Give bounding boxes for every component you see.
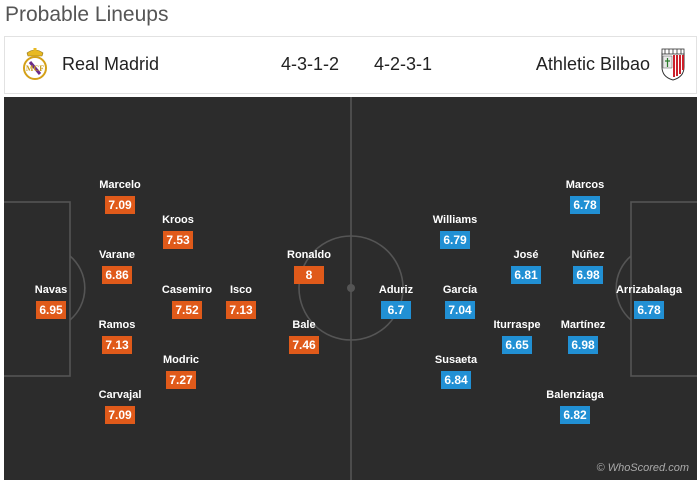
match-header: MCF Real Madrid 4-3-1-2 4-2-3-1 Athletic… (4, 36, 697, 94)
player-rating: 6.82 (560, 406, 590, 424)
player-name: Arrizabalaga (615, 284, 683, 296)
player-name: Modric (162, 354, 200, 366)
player-name: Martínez (560, 319, 606, 331)
player-name: Bale (292, 319, 316, 331)
player-rating: 6.98 (573, 266, 603, 284)
player-rating: 7.27 (166, 371, 196, 389)
player-rating: 6.7 (381, 301, 411, 319)
player-name: Marcelo (99, 179, 141, 191)
player-name: Carvajal (98, 389, 142, 401)
pitch-markings (4, 97, 697, 480)
away-player-martinez[interactable]: Martínez 6.98 (548, 318, 618, 354)
away-player-jose[interactable]: José 6.81 (491, 248, 561, 284)
athletic-bilbao-crest-icon[interactable] (660, 47, 686, 81)
player-rating: 8 (294, 266, 324, 284)
player-rating: 7.09 (105, 196, 135, 214)
home-player-navas[interactable]: Navas 6.95 (16, 283, 86, 319)
away-team-name[interactable]: Athletic Bilbao (535, 54, 650, 74)
away-player-aduriz[interactable]: Aduriz 6.7 (361, 283, 431, 319)
page-title: Probable Lineups (5, 3, 169, 26)
home-player-marcelo[interactable]: Marcelo 7.09 (85, 178, 155, 214)
home-player-ramos[interactable]: Ramos 7.13 (82, 318, 152, 354)
player-rating: 7.52 (172, 301, 202, 319)
player-rating: 7.53 (163, 231, 193, 249)
away-formation: 4-2-3-1 (374, 54, 433, 74)
home-player-bale[interactable]: Bale 7.46 (269, 318, 339, 354)
away-player-marcos[interactable]: Marcos 6.78 (550, 178, 620, 214)
away-player-nunez[interactable]: Núñez 6.98 (553, 248, 623, 284)
player-name: Ramos (98, 319, 136, 331)
home-player-ronaldo[interactable]: Ronaldo 8 (274, 248, 344, 284)
player-rating: 6.84 (441, 371, 471, 389)
player-rating: 7.13 (102, 336, 132, 354)
player-rating: 6.65 (502, 336, 532, 354)
player-name: Ronaldo (287, 249, 331, 261)
home-team-name[interactable]: Real Madrid (62, 54, 160, 74)
away-player-arrizabalaga[interactable]: Arrizabalaga 6.78 (614, 283, 684, 319)
home-player-varane[interactable]: Varane 6.86 (82, 248, 152, 284)
player-name: Susaeta (434, 354, 478, 366)
player-rating: 7.13 (226, 301, 256, 319)
home-player-carvajal[interactable]: Carvajal 7.09 (85, 388, 155, 424)
player-name: Isco (229, 284, 252, 296)
player-rating: 6.79 (440, 231, 470, 249)
home-player-kroos[interactable]: Kroos 7.53 (143, 213, 213, 249)
player-name: Navas (34, 284, 68, 296)
pitch: Navas 6.95 Marcelo 7.09 Varane 6.86 Ramo… (4, 97, 697, 480)
home-player-casemiro[interactable]: Casemiro 7.52 (152, 283, 222, 319)
player-name: García (442, 284, 478, 296)
player-name: Iturraspe (493, 319, 541, 331)
away-player-balenziaga[interactable]: Balenziaga 6.82 (540, 388, 610, 424)
player-rating: 7.09 (105, 406, 135, 424)
player-name: Kroos (162, 214, 194, 226)
away-player-garcia[interactable]: García 7.04 (425, 283, 495, 319)
home-player-modric[interactable]: Modric 7.27 (146, 353, 216, 389)
home-player-isco[interactable]: Isco 7.13 (206, 283, 276, 319)
player-rating: 6.81 (511, 266, 541, 284)
player-name: José (513, 249, 539, 261)
player-rating: 7.04 (445, 301, 475, 319)
player-name: Marcos (565, 179, 605, 191)
player-rating: 6.98 (568, 336, 598, 354)
player-name: Varane (98, 249, 136, 261)
away-player-iturraspe[interactable]: Iturraspe 6.65 (482, 318, 552, 354)
real-madrid-crest-icon[interactable]: MCF (22, 47, 48, 81)
player-name: Aduriz (378, 284, 414, 296)
whoscored-credit: © WhoScored.com (596, 462, 689, 474)
player-rating: 6.78 (570, 196, 600, 214)
away-player-susaeta[interactable]: Susaeta 6.84 (421, 353, 491, 389)
player-rating: 6.95 (36, 301, 66, 319)
home-formation: 4-3-1-2 (281, 54, 340, 74)
svg-text:MCF: MCF (26, 64, 44, 73)
player-rating: 6.78 (634, 301, 664, 319)
away-player-williams[interactable]: Williams 6.79 (420, 213, 490, 249)
player-name: Williams (432, 214, 478, 226)
player-rating: 7.46 (289, 336, 319, 354)
player-rating: 6.86 (102, 266, 132, 284)
player-name: Casemiro (161, 284, 213, 296)
player-name: Balenziaga (546, 389, 604, 401)
player-name: Núñez (571, 249, 605, 261)
